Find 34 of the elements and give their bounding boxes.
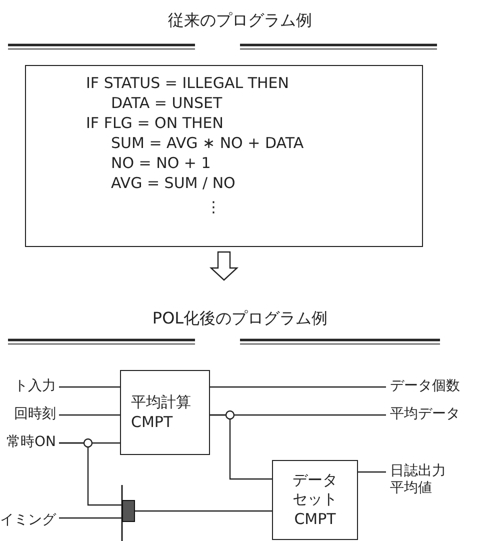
connector-line <box>210 414 272 480</box>
heading: POL化後のプログラム例 <box>152 308 328 328</box>
process-box <box>272 460 358 540</box>
code-line: DATA = UNSET <box>111 94 222 112</box>
heading: 従来のプログラム例 <box>168 10 312 30</box>
box-label: 平均計算 <box>130 393 192 412</box>
code-line: NO = NO + 1 <box>111 154 211 172</box>
hollow-down-arrow <box>209 251 239 281</box>
signal-label: ト入力 <box>14 378 56 395</box>
connector-line <box>59 517 122 519</box>
signal-label: 回時刻 <box>14 406 56 423</box>
signal-label: 平均データ <box>390 406 460 423</box>
bar-block <box>122 500 135 522</box>
code-line: IF FLG = ON THEN <box>86 114 224 132</box>
code-box <box>25 65 423 247</box>
process-box <box>120 370 210 455</box>
box-label: CMPT <box>130 412 174 432</box>
connector-line <box>210 386 386 388</box>
box-label: CMPT <box>293 510 337 530</box>
connector-line <box>358 471 386 473</box>
box-label: セット <box>292 490 338 510</box>
connector-line <box>59 414 120 416</box>
connector-line <box>135 510 272 512</box>
code-line: SUM = AVG ∗ NO + DATA <box>111 134 304 152</box>
code-line: AVG = SUM ∕ NO <box>111 174 236 192</box>
code-line: IF STATUS = ILLEGAL THEN <box>86 74 289 92</box>
connector-line <box>59 442 122 506</box>
signal-label: 日誌出力平均値 <box>390 463 446 497</box>
signal-label: イミング <box>0 512 56 529</box>
signal-label: 常時ON <box>6 434 56 451</box>
box-label: データ <box>292 470 338 490</box>
connector-line <box>59 386 120 388</box>
signal-label: データ個数 <box>390 378 460 395</box>
code-line: ⋮ <box>206 198 221 216</box>
